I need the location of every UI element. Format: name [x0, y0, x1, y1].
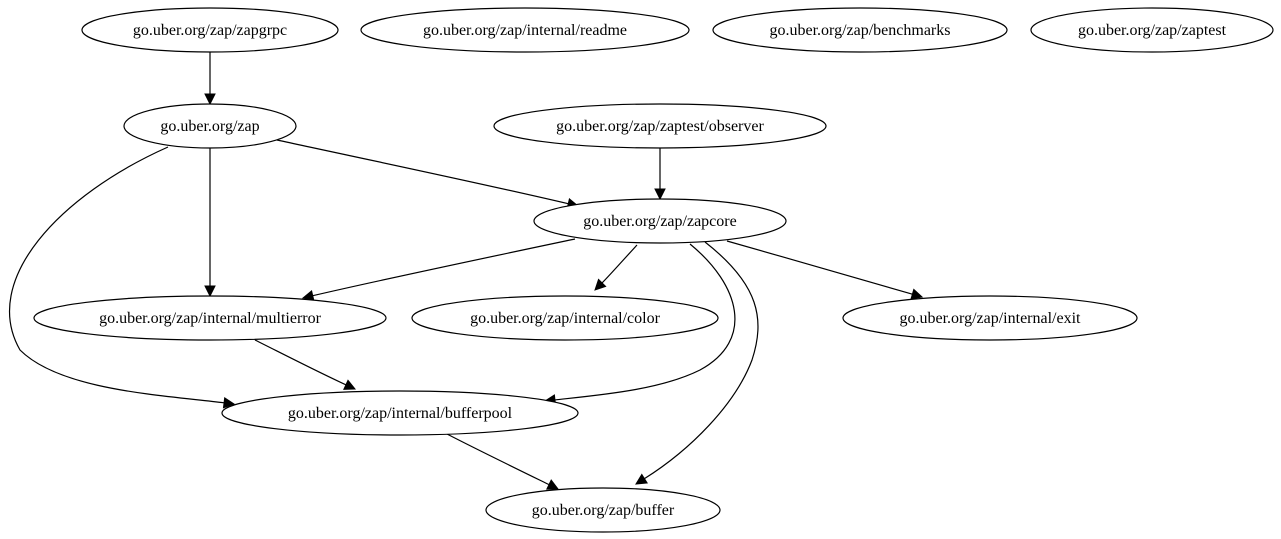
node-label: go.uber.org/zap/zaptest/observer: [556, 118, 764, 135]
edge-zapcore-to-color: [594, 244, 638, 291]
edge-zap-to-zapcore: [276, 139, 580, 210]
node-label: go.uber.org/zap/zaptest: [1078, 22, 1227, 39]
node-ellipse: [712, 7, 1008, 53]
edge-line: [312, 238, 576, 297]
edge-line: [446, 433, 550, 486]
edge-line: [726, 240, 913, 295]
node-label: go.uber.org/zap/internal/bufferpool: [288, 405, 513, 422]
edge-zap-to-bufferpool: [8, 146, 236, 409]
node-ellipse: [493, 103, 827, 149]
node-ellipse: [411, 295, 719, 341]
edge-line: [276, 139, 569, 205]
edge-line: [644, 241, 759, 480]
edge-zapcore-to-buffer: [635, 241, 759, 485]
arrowhead: [654, 188, 666, 201]
nodes-layer: go.uber.org/zap/zapgrpc go.uber.org/zap/i…: [33, 7, 1274, 533]
node-ellipse: [221, 390, 579, 436]
node-benchmarks: go.uber.org/zap/benchmarks: [712, 7, 1008, 53]
node-label: go.uber.org/zap/internal/exit: [900, 310, 1082, 327]
node-multierror: go.uber.org/zap/internal/multierror: [33, 295, 387, 341]
node-label: go.uber.org/zap/internal/multierror: [99, 310, 322, 327]
node-label: go.uber.org/zap/buffer: [532, 502, 675, 519]
node-zaptest: go.uber.org/zap/zaptest: [1030, 7, 1274, 53]
arrowhead: [204, 285, 216, 298]
node-ellipse: [81, 7, 339, 53]
node-exit: go.uber.org/zap/internal/exit: [842, 295, 1138, 341]
arrowhead: [204, 93, 216, 106]
arrowhead: [222, 396, 236, 409]
node-label: go.uber.org/zap/zapgrpc: [133, 22, 287, 39]
arrowhead: [910, 288, 924, 300]
edge-line: [254, 339, 347, 386]
edge-line: [601, 244, 638, 284]
node-buffer: go.uber.org/zap/buffer: [485, 487, 721, 533]
edge-bufferpool-to-buffer: [446, 433, 560, 490]
edge-zapcore-to-multierror: [301, 238, 576, 302]
node-label: go.uber.org/zap/internal/readme: [423, 22, 627, 39]
edge-observer-to-zapcore: [654, 148, 666, 201]
node-ellipse: [360, 7, 690, 53]
edge-multierror-to-bufferpool: [254, 339, 357, 390]
node-ellipse: [123, 103, 297, 149]
node-label: go.uber.org/zap/benchmarks: [770, 22, 951, 39]
arrowhead: [546, 479, 560, 490]
node-readme: go.uber.org/zap/internal/readme: [360, 7, 690, 53]
node-label: go.uber.org/zap/zapcore: [583, 213, 736, 230]
arrowhead: [594, 278, 607, 291]
node-bufferpool: go.uber.org/zap/internal/bufferpool: [221, 390, 579, 436]
arrowhead: [343, 379, 357, 390]
node-ellipse: [485, 487, 721, 533]
node-zap: go.uber.org/zap: [123, 103, 297, 149]
node-ellipse: [533, 198, 787, 244]
node-zapgrpc: go.uber.org/zap/zapgrpc: [81, 7, 339, 53]
edge-zap-to-multierror: [204, 147, 216, 298]
node-label: go.uber.org/zap: [160, 118, 259, 135]
edge-zapgrpc-to-zap: [204, 51, 216, 106]
node-color: go.uber.org/zap/internal/color: [411, 295, 719, 341]
node-ellipse: [842, 295, 1138, 341]
edge-zapcore-to-exit: [726, 240, 924, 300]
node-observer: go.uber.org/zap/zaptest/observer: [493, 103, 827, 149]
node-label: go.uber.org/zap/internal/color: [470, 310, 661, 327]
edge-line: [554, 243, 736, 401]
node-zapcore: go.uber.org/zap/zapcore: [533, 198, 787, 244]
node-ellipse: [33, 295, 387, 341]
arrowhead: [635, 473, 648, 485]
node-ellipse: [1030, 7, 1274, 53]
edge-line: [8, 146, 225, 404]
